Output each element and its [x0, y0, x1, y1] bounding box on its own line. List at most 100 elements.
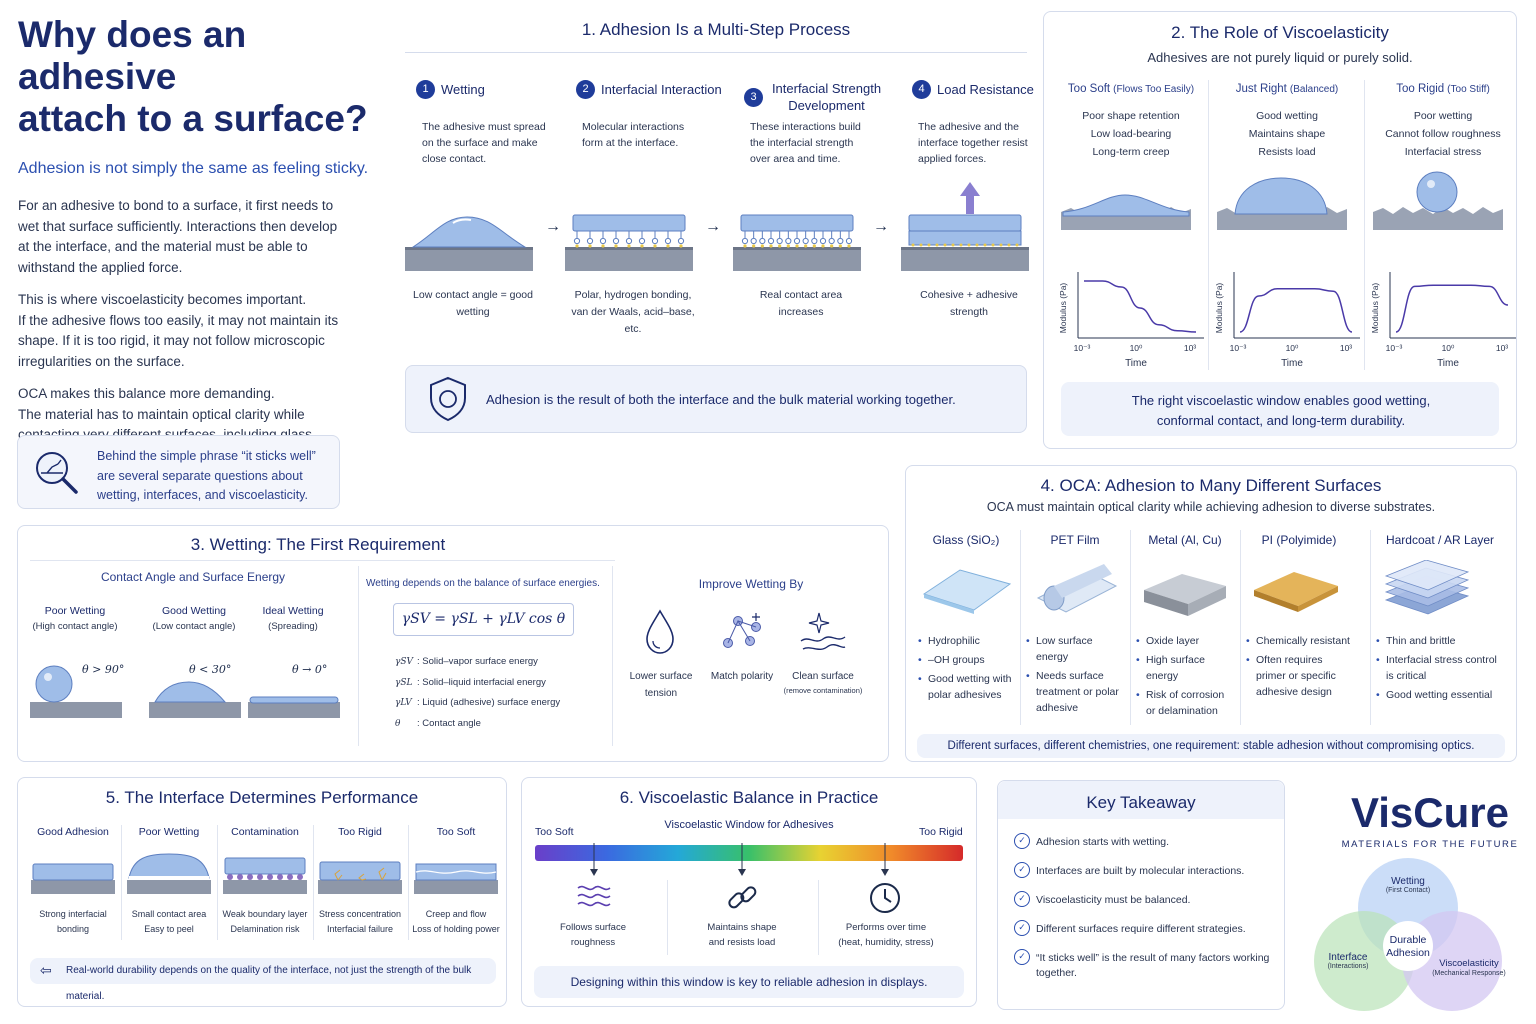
s5-col-line2: Easy to peel [144, 924, 194, 934]
viscoelastic-window-bar [535, 845, 963, 861]
s3-case-name: Good Wetting [161, 605, 226, 617]
legend-text: : Contact angle [417, 717, 481, 729]
s5-col-line2: Interfacial failure [326, 924, 394, 934]
s2-col-header: Just Right(Balanced) [1212, 83, 1362, 95]
s4-col-name: PET Film [1050, 533, 1100, 547]
takeaway-item: Different surfaces require different str… [1014, 920, 1276, 937]
x-axis-label: Time [1281, 358, 1303, 369]
wavy-lines-icon [577, 885, 611, 907]
s1-banner-text: Adhesion is the result of both the inter… [486, 392, 956, 407]
venn-left-sub: (Interactions) [1327, 963, 1369, 970]
s3-panel: 3. Wetting: The First Requirement Contac… [17, 525, 889, 762]
x-tick-label: 10⁻³ [1074, 343, 1091, 353]
s6-title: 6. Viscoelastic Balance in Practice [619, 788, 879, 807]
takeaway-item: Viscoelasticity must be balanced. [1014, 891, 1276, 908]
s1-step-caption: Real contact area increases [759, 289, 843, 318]
s5-title: 5. The Interface Determines Performance [105, 788, 419, 807]
s5-col-line2: Loss of holding power [412, 924, 500, 934]
y-axis-label: Modulus (Pa) [1370, 283, 1380, 334]
s3-case-angle: θ < 30° [189, 663, 232, 676]
sparkle-clean-icon [800, 612, 846, 650]
s4-col-bullets: Hydrophilic–OH groupsGood wetting with p… [918, 633, 1016, 706]
s4-col-bullets: Low surface energyNeeds surface treatmen… [1026, 633, 1126, 719]
s6-banner: Designing within this window is key to r… [534, 966, 964, 998]
s2-col-qual: (Too Stiff) [1447, 84, 1490, 95]
venn-diagram [1314, 858, 1502, 1011]
s5-col-name: Good Adhesion [37, 826, 109, 838]
s4-col-name: PI (Polyimide) [1261, 533, 1337, 547]
s2-title: 2. The Role of Viscoelasticity [1171, 23, 1389, 42]
title-line-2: attach to a surface? [18, 98, 368, 139]
chain-link-icon [728, 886, 757, 909]
s4-bullet: Good wetting essential [1376, 687, 1506, 703]
s1-step-desc: Molecular interactions form at the inter… [582, 121, 685, 149]
water-drop-icon [646, 609, 674, 654]
s6-banner-text: Designing within this window is key to r… [570, 975, 928, 989]
clock-icon [870, 883, 900, 913]
venn-left-label: Interface (Interactions) [1312, 952, 1384, 970]
s4-col-bullets: Thin and brittleInterfacial stress contr… [1376, 633, 1506, 706]
takeaway-panel: Key Takeaway Adhesion starts with wettin… [997, 780, 1285, 1010]
s2-col-name: Too Rigid [1396, 83, 1445, 95]
legend-symbol: γLV [395, 698, 412, 708]
s4-bullet: Hydrophilic [918, 633, 1016, 649]
shield-icon [430, 376, 466, 422]
s1-step-caption: Polar, hydrogen bonding, van der Waals, … [571, 289, 695, 335]
legend-text: : Solid–vapor surface energy [417, 656, 538, 667]
s1-step-desc: The adhesive must spread on the surface … [422, 121, 546, 165]
s3-case-qual: (Spreading) [268, 621, 318, 632]
s6-item-line1: Maintains shape [707, 922, 777, 933]
s1-step-3-illustration [733, 214, 861, 271]
x-tick-label: 10³ [1496, 343, 1508, 353]
s3-case-name: Ideal Wetting [262, 605, 324, 617]
s2-col-line: Poor shape retention [1082, 110, 1180, 122]
x-tick-label: 10³ [1340, 343, 1352, 353]
step-number-badge: 3 [744, 87, 763, 107]
s4-bullet: Needs surface treatment or polar adhesiv… [1026, 668, 1126, 716]
s4-bullet: Chemically resistant [1246, 633, 1354, 649]
s1-banner: Adhesion is the result of both the inter… [405, 365, 1027, 433]
s4-substrate-illustration [1254, 572, 1338, 612]
x-tick-label: 10⁰ [1442, 343, 1455, 353]
s3-droplet-illustration [149, 681, 241, 718]
s5-col-line1: Small contact area [131, 909, 207, 919]
s3-case-qual: (Low contact angle) [152, 621, 236, 632]
s4-bullet: Often requires primer or specific adhesi… [1246, 652, 1354, 700]
s6-pointer-arrow [738, 843, 746, 876]
s6-right: Too Rigid [919, 826, 963, 838]
x-tick-label: 10⁰ [1286, 343, 1299, 353]
s1-step-caption: Cohesive + adhesive strength [920, 289, 1018, 318]
s2-col-illustration [1373, 171, 1503, 230]
s2-banner: The right viscoelastic window enables go… [1061, 382, 1499, 436]
venn-top-sub: (First Contact) [1385, 887, 1431, 894]
s3-title: 3. Wetting: The First Requirement [190, 535, 446, 554]
s1-step-title: Load Resistance [937, 82, 1034, 97]
s4-bullet: High surface energy [1136, 652, 1236, 684]
young-equation: γSV = γSL + γLV cos θ [393, 603, 574, 636]
s3-item-line1: Lower surface [629, 671, 693, 682]
s2-col-illustration [1061, 194, 1191, 230]
brand-logo: VisCure [1351, 789, 1509, 836]
molecule-icon [723, 613, 761, 648]
venn-center [1383, 921, 1433, 971]
s3-case-name: Poor Wetting [44, 605, 106, 617]
s2-banner-text: The right viscoelastic window enables go… [1131, 393, 1431, 428]
s4-bullet: –OH groups [918, 652, 1016, 668]
takeaway-title: Key Takeaway [1086, 793, 1196, 812]
intro-p1: For an adhesive to bond to a surface, it… [18, 198, 338, 275]
s3-balance: Wetting depends on the balance of surfac… [366, 578, 600, 589]
s1-step-4-illustration [901, 214, 1029, 271]
s4-col-bullets: Oxide layerHigh surface energyRisk of co… [1136, 633, 1236, 722]
magnifier-icon [36, 452, 78, 494]
s5-col-line1: Creep and flow [425, 909, 487, 919]
s2-col-header: Too Rigid(Too Stiff) [1368, 83, 1518, 95]
s1-step-title: Wetting [441, 82, 485, 97]
right-arrow-icon: → [705, 218, 721, 235]
s2-col-line: Poor wetting [1413, 110, 1473, 122]
equation-text: γSV = γSL + γLV cos θ [401, 611, 566, 627]
arrows-icon: ⇦ [40, 962, 52, 978]
s6-item-line2: (heat, humidity, stress) [838, 937, 934, 948]
step-number-badge: 4 [912, 80, 931, 99]
